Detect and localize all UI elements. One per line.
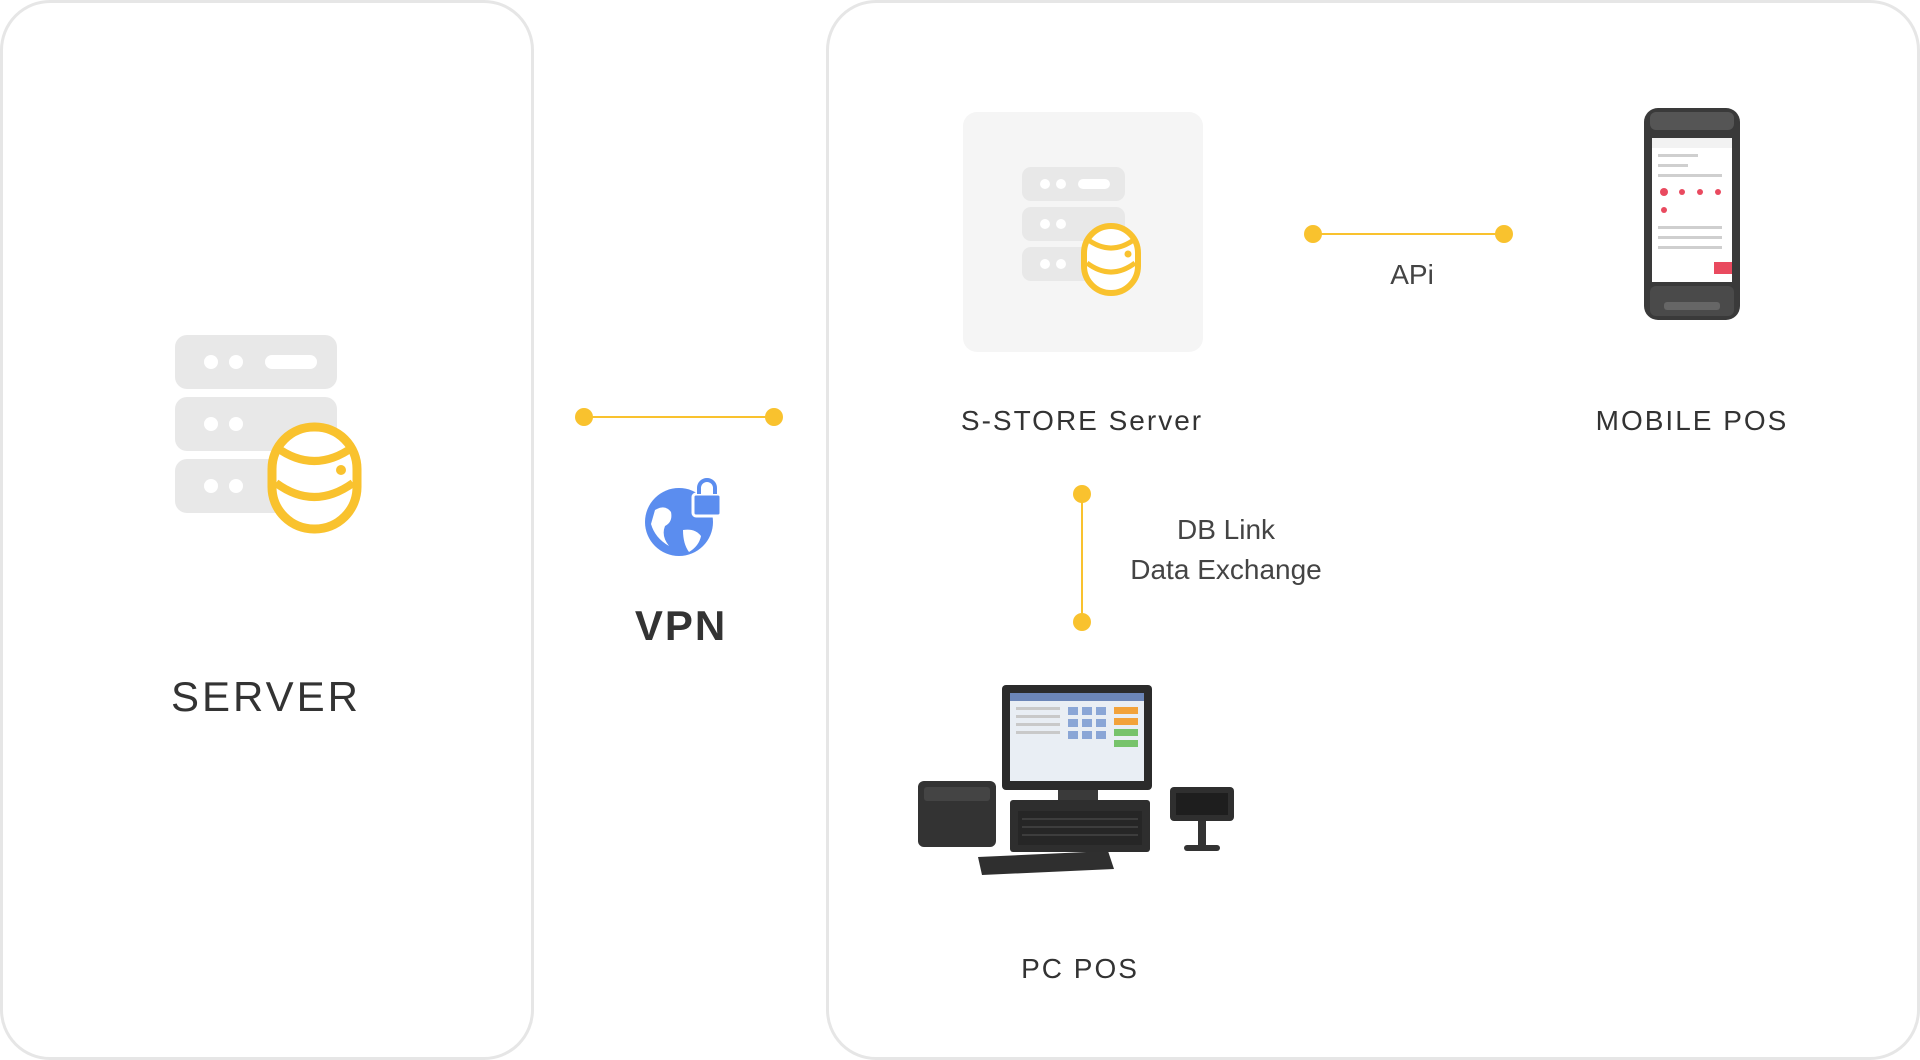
sstore-label: S-STORE Server (960, 405, 1204, 436)
vpn-label: VPN (634, 602, 728, 649)
api-label: APi (1390, 259, 1434, 290)
server-database-icon (1022, 167, 1141, 296)
server-label: SERVER (171, 673, 361, 720)
vpn-connector (575, 408, 783, 426)
pc-pos-label: PC POS (1021, 953, 1139, 984)
data-exchange-label: Data Exchange (1130, 554, 1322, 585)
globe-lock-icon (645, 478, 723, 556)
mobile-pos-label: MOBILE POS (1595, 405, 1789, 436)
server-database-icon (175, 335, 362, 534)
db-link-connector (1073, 485, 1091, 631)
db-link-label: DB Link (1176, 514, 1276, 545)
mobile-pos-device-icon (1644, 108, 1740, 320)
api-connector (1304, 225, 1513, 243)
pc-pos-terminal-icon (918, 685, 1234, 875)
server-panel (0, 0, 534, 1060)
